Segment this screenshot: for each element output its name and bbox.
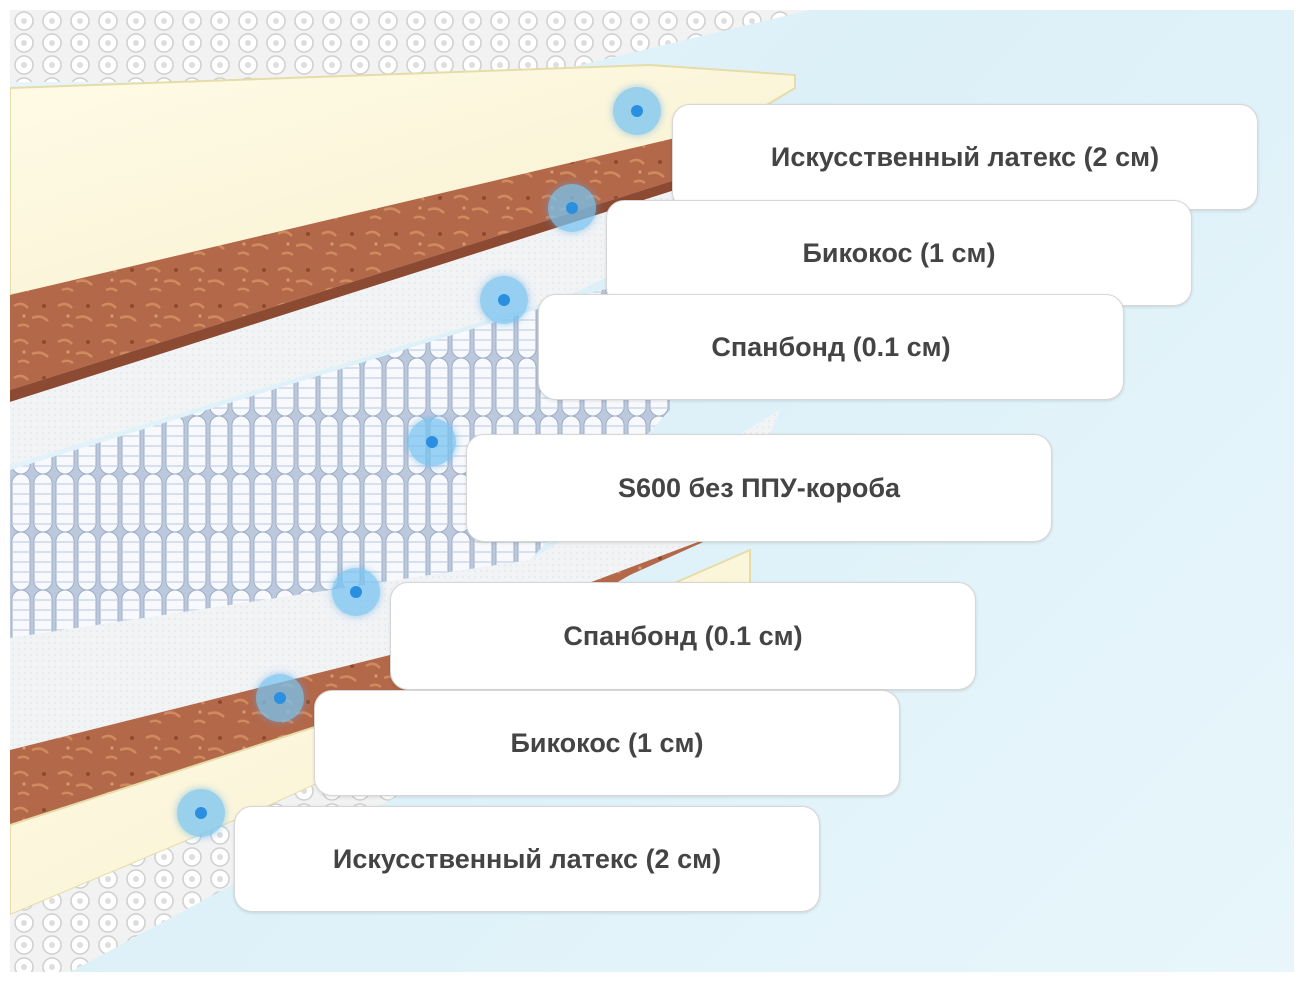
spring-block (10, 285, 670, 638)
layer-label-text: Спанбонд (0.1 см) (711, 331, 951, 362)
top-cover (10, 10, 810, 82)
mattress-diagram: Искусственный латекс (2 см) Бикокос (1 с… (10, 10, 1294, 972)
layer-marker-2 (548, 184, 596, 232)
layer-marker-5 (332, 568, 380, 616)
coconut-top (10, 138, 675, 390)
layer-marker-3 (480, 276, 528, 324)
layer-label-spring-block: S600 без ППУ-короба (466, 434, 1052, 542)
layer-marker-1 (613, 87, 661, 135)
layer-label-text: Бикокос (1 см) (802, 237, 996, 268)
layer-label-text: Бикокос (1 см) (510, 727, 704, 758)
spunbond-top (10, 190, 700, 465)
layer-label-latex-bottom: Искусственный латекс (2 см) (234, 806, 820, 912)
latex-top (10, 63, 796, 297)
layer-label-coconut-bottom: Бикокос (1 см) (314, 690, 900, 796)
layer-label-spunbond-bottom: Спанбонд (0.1 см) (390, 582, 976, 690)
layer-label-text: Искусственный латекс (2 см) (770, 141, 1160, 172)
layer-label-spunbond-top: Спанбонд (0.1 см) (538, 294, 1124, 400)
layer-label-latex-top: Искусственный латекс (2 см) (672, 104, 1258, 210)
layer-label-coconut-top: Бикокос (1 см) (606, 200, 1192, 306)
layer-label-text: Искусственный латекс (2 см) (332, 843, 722, 874)
layer-marker-4 (408, 418, 456, 466)
layer-marker-7 (177, 789, 225, 837)
spunbond-bottom (10, 410, 780, 750)
layer-label-text: S600 без ППУ-короба (617, 472, 901, 503)
layer-label-text: Спанбонд (0.1 см) (563, 620, 803, 651)
layer-marker-6 (256, 674, 304, 722)
